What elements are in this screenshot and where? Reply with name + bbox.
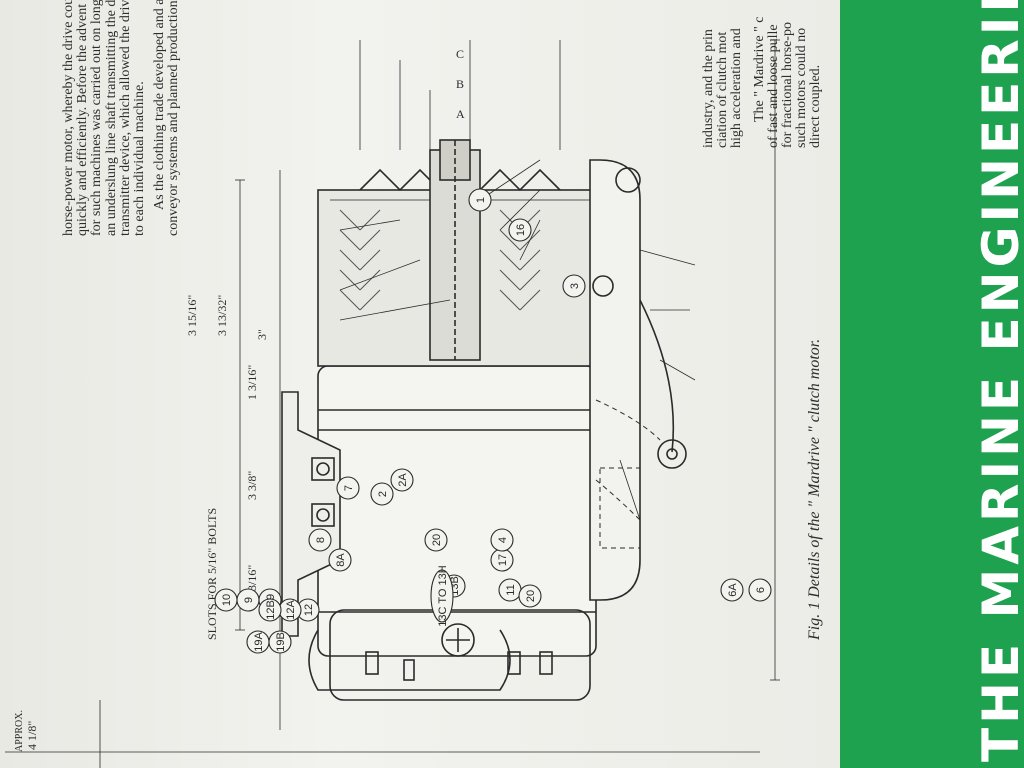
- text-line: high acceleration and: [729, 28, 745, 148]
- text-line: such motors could no: [794, 27, 810, 148]
- green-banner: [840, 0, 1024, 768]
- part-label-text: 13C TO 13H: [437, 565, 449, 626]
- dim-4: 3": [255, 329, 269, 340]
- part-label-text: 6: [755, 587, 767, 593]
- part-label-bubble: 2: [370, 482, 394, 506]
- part-label-text: 10: [221, 594, 233, 606]
- part-label-text: 19A: [253, 632, 265, 652]
- part-label-bubble: 12A: [278, 598, 302, 622]
- dim-3: 1 3/16": [245, 365, 259, 400]
- part-label-text: 6A: [727, 583, 739, 597]
- part-label-text: 1: [475, 197, 487, 203]
- slot-1: [311, 457, 335, 481]
- part-label-text: 12A: [285, 600, 297, 620]
- left-text-column: horse-power motor, whereby the drive cou…: [61, 0, 182, 236]
- part-label-bubble: 11: [498, 578, 522, 602]
- part-label-bubble: 1: [468, 188, 492, 212]
- text-line: conveyor systems and planned production …: [166, 0, 182, 236]
- right-text-column: industry, and the prin ciation of clutch…: [701, 16, 824, 149]
- part-label-bubble: 20: [424, 528, 448, 552]
- section-a: A: [456, 107, 465, 121]
- part-label-bubble: 8A: [328, 548, 352, 572]
- part-label-bubble: 16: [508, 218, 532, 242]
- text-line: to each individual machine.: [132, 81, 148, 236]
- part-label-bubble: 8: [308, 528, 332, 552]
- part-label-text: 20: [525, 590, 537, 602]
- text-line: The " Mardrive " c: [751, 16, 767, 123]
- section-b: B: [456, 77, 464, 91]
- text-line: direct coupled.: [808, 64, 824, 148]
- text-line: for such machines was carried out on lon…: [89, 0, 105, 236]
- part-label-text: 12B: [265, 600, 277, 620]
- part-label-bubble: 20: [518, 584, 542, 608]
- part-label-bubble: 2A: [390, 468, 414, 492]
- part-label-text: 19B: [275, 632, 287, 652]
- part-label-bubble: 17: [490, 548, 514, 572]
- text-line: for fractional horse-po: [780, 22, 796, 148]
- text-line: industry, and the prin: [701, 29, 716, 148]
- dim-5: 3 13/32": [215, 295, 229, 336]
- part-label-bubble: 4: [490, 528, 514, 552]
- text-line: transmitter device, which allowed the dr…: [117, 0, 133, 236]
- part-label-bubble: 7: [336, 476, 360, 500]
- part-label-bubble: 6A: [720, 578, 744, 602]
- slots-label: SLOTS FOR 5/16" BOLTS: [205, 508, 219, 640]
- pivot: [657, 439, 687, 469]
- dim-6: 3 15/16": [185, 295, 199, 336]
- part-label-text: 8A: [335, 553, 347, 567]
- part-label-text: 12: [303, 604, 315, 616]
- part-label-bubble: 19B: [268, 630, 292, 654]
- part-label-text: 20: [431, 534, 443, 546]
- end-bolt: [441, 623, 475, 657]
- dim-7: 4 1/8": [25, 721, 39, 750]
- text-line: horse-power motor, whereby the drive cou…: [61, 0, 76, 236]
- part-label-text: 7: [343, 485, 355, 491]
- part-label-bubble: 6: [748, 578, 772, 602]
- text-line: quickly and efficiently. Before the adve…: [75, 0, 91, 236]
- figure-caption: Fig. 1 Details of the " Mardrive " clutc…: [806, 338, 823, 640]
- part-label-text: 16: [515, 224, 527, 236]
- text-line: of fast and loose pulle: [765, 24, 781, 148]
- part-label-text: 4: [497, 537, 509, 543]
- approx-label: APPROX.: [14, 710, 25, 752]
- part-label-bubble: 19A: [246, 630, 270, 654]
- dim-2: 3 3/8": [245, 471, 259, 500]
- clutch-motor-drawing: SLOTS FOR 5/16" BOLTS 1 3/16" 3 3/8" 1 3…: [5, 39, 780, 768]
- part-label-text: 2: [377, 491, 389, 497]
- text-line: ciation of clutch mot: [715, 31, 731, 148]
- part-label-text: 11: [505, 584, 517, 595]
- lever-arm: [589, 159, 641, 601]
- part-label-bubble: 9: [236, 588, 260, 612]
- text-line: an underslung line shaft transmitting th…: [103, 0, 119, 236]
- part-label-bubble: 10: [214, 588, 238, 612]
- part-label-bubble: 13C TO 13H: [430, 565, 454, 627]
- banner-title: THE MARINE ENGINEERING CO.: [972, 0, 1024, 762]
- part-label-bubble: 12B: [258, 598, 282, 622]
- part-label-text: 9: [243, 597, 255, 603]
- part-label-bubble: 3: [562, 274, 586, 298]
- part-label-text: 17: [497, 554, 509, 566]
- part-label-text: 8: [315, 537, 327, 543]
- text-line: As the clothing trade developed and adva…: [152, 0, 168, 210]
- part-label-text: 2A: [397, 473, 409, 487]
- slot-2: [311, 503, 335, 527]
- part-label-text: 3: [569, 283, 581, 289]
- section-c: C: [456, 47, 464, 61]
